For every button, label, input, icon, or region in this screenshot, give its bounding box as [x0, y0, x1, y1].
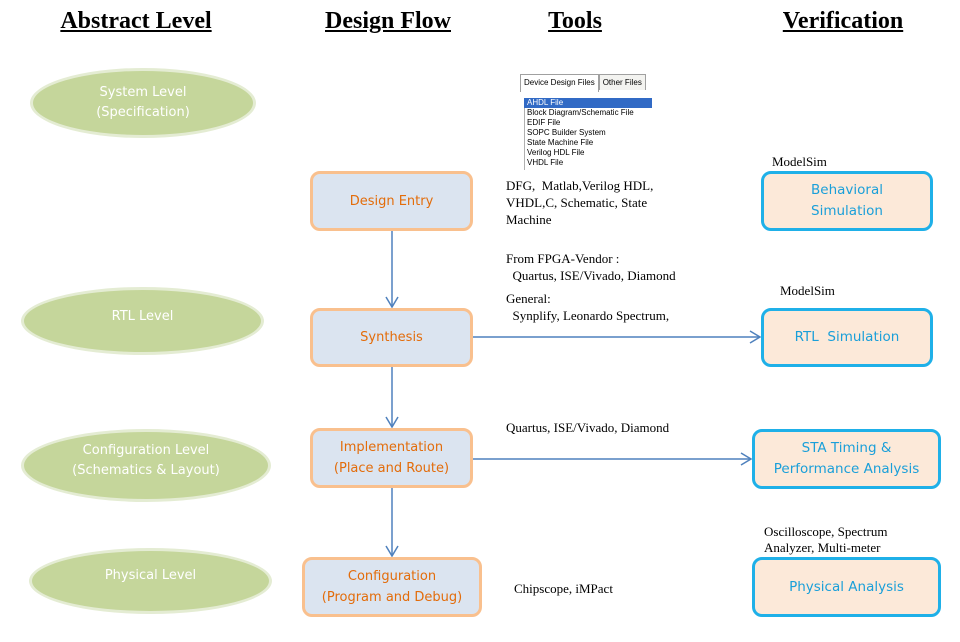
- arrowhead-implementation: [385, 416, 399, 429]
- tools-file-type-dialog: Device Design Files Other Files AHDL Fil…: [520, 74, 652, 170]
- arrowhead-synthesis: [385, 296, 399, 309]
- tab-other-files[interactable]: Other Files: [598, 74, 646, 90]
- header-abstract-level: Abstract Level: [60, 8, 212, 34]
- tab-device-design-files[interactable]: Device Design Files: [520, 74, 599, 92]
- arrowhead-sta: [740, 452, 753, 466]
- header-verification: Verification: [782, 8, 904, 34]
- flow-label: Design Entry: [349, 193, 434, 209]
- verify-label-line1: Behavioral: [811, 182, 883, 198]
- ellipse-configuration-level: Configuration Level (Schematics & Layout): [21, 429, 271, 502]
- tools-implementation: Quartus, ISE/Vivado, Diamond: [506, 420, 670, 435]
- ellipse-label-line1: Physical Level: [104, 568, 197, 583]
- file-type-item-verilog[interactable]: Verilog HDL File: [527, 148, 585, 157]
- verification-tool-physical: Oscilloscope, Spectrum Analyzer, Multi-m…: [764, 524, 888, 555]
- file-type-item-block-diagram[interactable]: Block Diagram/Schematic File: [527, 108, 634, 117]
- verify-label: RTL Simulation: [794, 329, 900, 345]
- arrowhead-configuration: [385, 545, 399, 558]
- ellipse-rtl-level: RTL Level: [21, 287, 264, 355]
- tools-design-entry: DFG, Matlab,Verilog HDL, VHDL,C, Schemat…: [506, 178, 654, 227]
- ellipse-label-line1: RTL Level: [111, 309, 174, 324]
- tools-configuration: Chipscope, iMPact: [514, 581, 613, 596]
- file-type-item-edif[interactable]: EDIF File: [527, 118, 561, 127]
- flow-label-line1: Configuration: [347, 569, 437, 584]
- flow-label-line2: (Place and Route): [333, 461, 450, 476]
- header-tools: Tools: [548, 8, 602, 34]
- verify-label: Physical Analysis: [789, 578, 904, 595]
- flow-synthesis[interactable]: Synthesis: [310, 308, 473, 367]
- flow-label: Synthesis: [360, 330, 423, 345]
- flow-label-line2: (Program and Debug): [321, 590, 463, 605]
- verify-label-line1: STA Timing &: [801, 440, 892, 456]
- ellipse-label-line2: (Schematics & Layout): [72, 462, 220, 478]
- verify-sta-timing[interactable]: STA Timing & Performance Analysis: [752, 429, 941, 489]
- file-type-item-ahdl[interactable]: AHDL File: [524, 98, 652, 108]
- verify-physical-analysis[interactable]: Physical Analysis: [752, 557, 941, 617]
- tools-synthesis-general: General: Synplify, Leonardo Spectrum,: [506, 291, 670, 323]
- ellipse-label-line2: (Specification): [96, 105, 190, 120]
- dialog-tabs: Device Design Files Other Files: [520, 74, 646, 92]
- flow-implementation[interactable]: Implementation (Place and Route): [310, 428, 473, 488]
- file-type-item-state-machine[interactable]: State Machine File: [527, 138, 594, 147]
- verification-tool-behavioral: ModelSim: [772, 154, 827, 169]
- ellipse-label-line1: Configuration Level: [82, 442, 210, 458]
- flow-label-line1: Implementation: [339, 440, 444, 455]
- list-edge: [524, 98, 525, 170]
- verify-rtl-simulation[interactable]: RTL Simulation: [761, 308, 933, 367]
- file-type-item-sopc[interactable]: SOPC Builder System: [527, 128, 606, 137]
- file-type-list: AHDL File Block Diagram/Schematic File E…: [524, 98, 652, 168]
- ellipse-system-level: System Level (Specification): [30, 68, 256, 138]
- verify-label-line2: Simulation: [811, 203, 883, 219]
- verification-tool-rtl: ModelSim: [780, 283, 835, 298]
- file-type-item-vhdl[interactable]: VHDL File: [527, 158, 564, 167]
- header-design-flow: Design Flow: [325, 8, 451, 34]
- flow-configuration[interactable]: Configuration (Program and Debug): [302, 557, 482, 617]
- ellipse-physical-level: Physical Level: [29, 548, 272, 614]
- verify-label-line2: Performance Analysis: [773, 461, 920, 477]
- tools-synthesis-vendor: From FPGA-Vendor : Quartus, ISE/Vivado, …: [506, 251, 676, 283]
- ellipse-label-line1: System Level: [99, 85, 187, 100]
- flow-design-entry[interactable]: Design Entry: [310, 171, 473, 231]
- arrowhead-rtl-simulation: [749, 330, 762, 344]
